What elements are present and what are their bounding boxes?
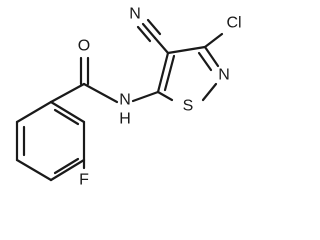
atom-label-chlorine: Cl <box>226 15 241 32</box>
bond-s-c5 <box>156 90 174 102</box>
bond-cn-triple-2 <box>136 25 152 43</box>
atom-label-oxygen: O <box>78 38 90 55</box>
bond-c3-n-double <box>197 51 213 72</box>
bond-benzene-1 <box>15 100 53 124</box>
bond-benzene-6 <box>49 100 86 124</box>
structure-canvas: N Cl O N N H S F <box>15 6 242 189</box>
bonds <box>15 18 224 182</box>
bond-benzene-3 <box>15 158 53 182</box>
bond-n-c5 <box>131 90 160 103</box>
bond-cn-triple-3 <box>146 18 162 36</box>
bond-cn-triple-1 <box>141 22 157 40</box>
bond-ring-carbonyl <box>49 82 86 104</box>
molecule-diagram: N Cl O N N H S F <box>15 6 242 189</box>
bond-c5-c4-double <box>163 54 176 92</box>
bond-benzene-double-3 <box>53 108 80 126</box>
atom-label-fluorine: F <box>79 172 89 189</box>
bond-benzene-double-2 <box>53 157 80 175</box>
bond-c4-c3 <box>166 45 207 55</box>
bond-benzene-4 <box>49 158 86 182</box>
atom-label-sulfur: S <box>183 98 194 115</box>
bond-carbonyl-n <box>82 82 119 104</box>
bond-n-s <box>201 82 218 102</box>
atom-label-amide-hydrogen: H <box>119 111 131 128</box>
atom-label-amide-nitrogen: N <box>119 92 131 109</box>
atom-labels: N Cl O N N H S F <box>78 6 242 189</box>
atom-label-ring-nitrogen: N <box>218 67 230 84</box>
atom-label-cyano-n: N <box>129 6 141 23</box>
bond-c3-n <box>203 45 220 68</box>
bond-c5-c4 <box>156 51 170 94</box>
bond-c3-cl <box>203 32 224 49</box>
bond-c4-cn <box>153 36 170 55</box>
